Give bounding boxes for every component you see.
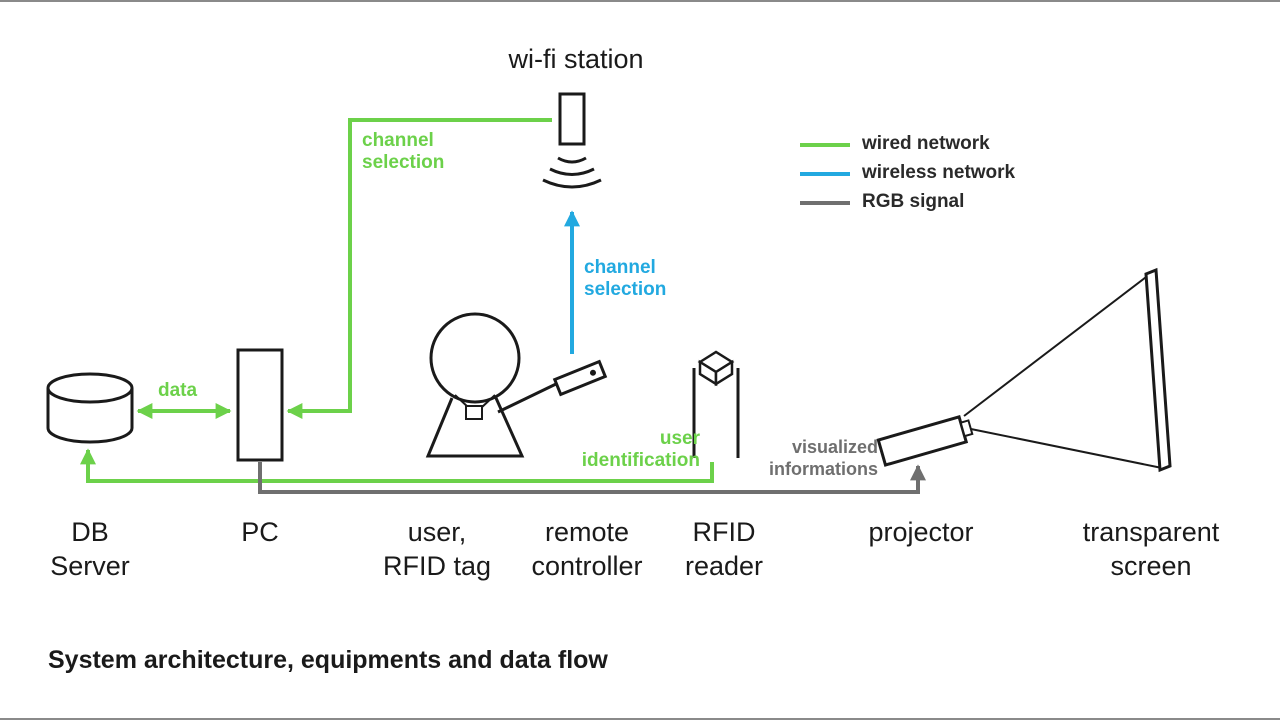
projector-label: projector	[868, 517, 974, 547]
rfid-reader-label: RFID reader	[684, 517, 764, 581]
rfid-tag-icon	[465, 405, 483, 420]
rgb-signal-line	[258, 462, 926, 494]
projection-beam	[963, 273, 1163, 469]
user-icon	[425, 312, 557, 458]
channel-selection-wireless-label: channel selection	[584, 257, 667, 300]
db-server-icon	[46, 372, 134, 444]
wifi-station-label: wi-fi station	[508, 44, 644, 74]
data-label: data	[158, 380, 198, 401]
diagram-caption: System architecture, equipments and data…	[48, 646, 608, 674]
transparent-screen-label: transparent screen	[1082, 517, 1220, 581]
rfid-reader-icon	[692, 350, 740, 458]
legend-wireless-label: wireless network	[862, 162, 1016, 183]
user-identification-line	[80, 448, 714, 483]
wired-channel-line	[286, 118, 552, 419]
transparent-screen-icon	[1144, 267, 1172, 473]
wifi-station-icon	[542, 92, 602, 189]
remote-controller-icon	[552, 359, 608, 397]
user-rfid-tag-label: user, RFID tag	[382, 517, 492, 581]
projector-icon	[876, 415, 974, 467]
visualized-informations-label: visualized informations	[768, 437, 878, 479]
db-server-label: DB Server	[50, 517, 130, 581]
pc-label: PC	[241, 517, 279, 547]
pc-icon	[236, 348, 284, 462]
remote-controller-label: remote controller	[531, 517, 643, 581]
legend-rgb-label: RGB signal	[862, 191, 965, 212]
channel-selection-wired-label: channel selection	[362, 130, 445, 173]
legend-wired-label: wired network	[862, 133, 990, 154]
user-identification-label: user identification	[581, 428, 700, 471]
